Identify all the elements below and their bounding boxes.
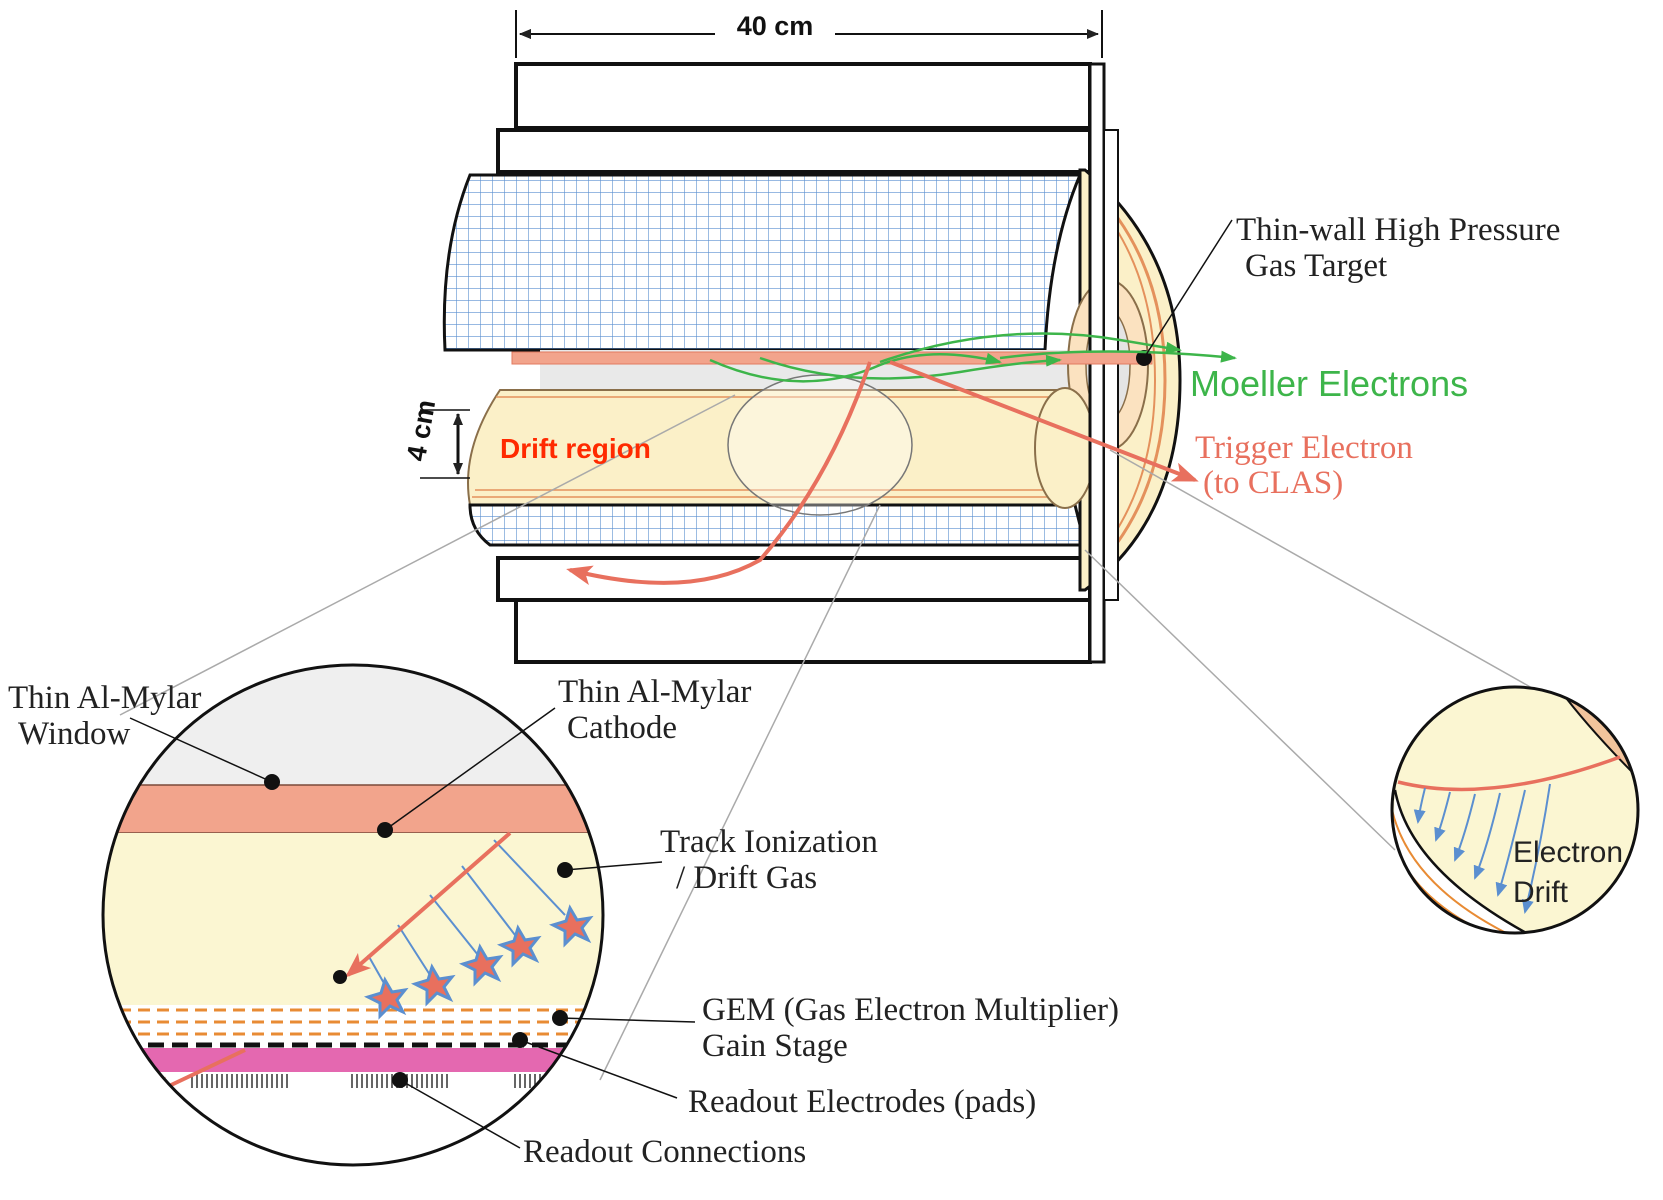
primary-track (344, 831, 512, 978)
window-layer (103, 665, 603, 785)
width-dimension-label: 40 cm (737, 11, 814, 41)
zoom-guide-lines (119, 394, 1581, 1081)
target-leader (1143, 219, 1233, 359)
trigger-electron-track (889, 360, 1199, 482)
electron-drift-label-line1: Electron (1513, 836, 1623, 869)
detector-cross-section-zoom (101, 663, 696, 1167)
readout-connections-label: Readout Connections (523, 1134, 806, 1170)
drift-gas-label-line1: Track Ionization (660, 824, 878, 860)
housing-top-inner (496, 128, 1092, 174)
readout-electrodes-label: Readout Electrodes (pads) (688, 1084, 1036, 1120)
end-plate-flange (1103, 129, 1119, 601)
housing-bottom-inner (496, 556, 1092, 602)
housing-top (514, 62, 1092, 130)
moeller-track-4 (999, 350, 1237, 363)
height-dimension: 4 cm (401, 398, 470, 479)
width-dimension: 40 cm (515, 10, 1103, 58)
drift-region-label: Drift region (500, 433, 651, 464)
window-label-line1: Thin Al-Mylar (8, 680, 201, 716)
electron-drift-label-line2: Drift (1513, 876, 1569, 909)
ionization-drift-lines (367, 839, 566, 986)
readout-pads-layer (103, 1048, 603, 1072)
gem-label-line1: GEM (Gas Electron Multiplier) (702, 992, 1119, 1028)
inner-mesh-band (468, 503, 1087, 547)
target-label-line2: Gas Target (1245, 248, 1387, 284)
height-dimension-label: 4 cm (401, 398, 441, 464)
housing-bottom (514, 598, 1092, 664)
primary-track-arc (1397, 755, 1621, 792)
zoom-ellipse (727, 374, 913, 516)
trigger-label-line1: Trigger Electron (1195, 430, 1413, 466)
cathode-label-line1: Thin Al-Mylar (558, 674, 751, 710)
cathode-layer (103, 784, 603, 834)
target-label-line1: Thin-wall High Pressure (1236, 212, 1560, 248)
moeller-track-2 (759, 354, 1062, 380)
moeller-label: Moeller Electrons (1190, 363, 1468, 404)
electron-drift-lines (1413, 783, 1551, 914)
drift-gas-layer (103, 833, 603, 1005)
window-label-line2: Window (18, 716, 130, 752)
moeller-track-1 (709, 352, 1002, 383)
end-cap-ring (1088, 183, 1167, 577)
end-cap-ring-2 (1094, 199, 1157, 561)
electron-drift-zoom: Electron Drift (1390, 685, 1640, 935)
drift-end-ellipse (1034, 387, 1096, 509)
gem-foils (103, 1008, 603, 1036)
drift-region-stripes (472, 396, 1060, 498)
drift-gas-label-line2: / Drift Gas (676, 860, 817, 896)
detector-body (442, 62, 1182, 664)
gem-label-line2: Gain Stage (702, 1028, 848, 1064)
callout-leaders (129, 707, 696, 1149)
recoil-track (566, 361, 872, 586)
avalanche-stars (363, 904, 594, 1020)
callout-dots (264, 774, 573, 1088)
outer-mesh-cylinder (442, 173, 1083, 352)
trigger-label-line2: (to CLAS) (1203, 465, 1343, 501)
cathode-label-line2: Cathode (567, 710, 677, 746)
